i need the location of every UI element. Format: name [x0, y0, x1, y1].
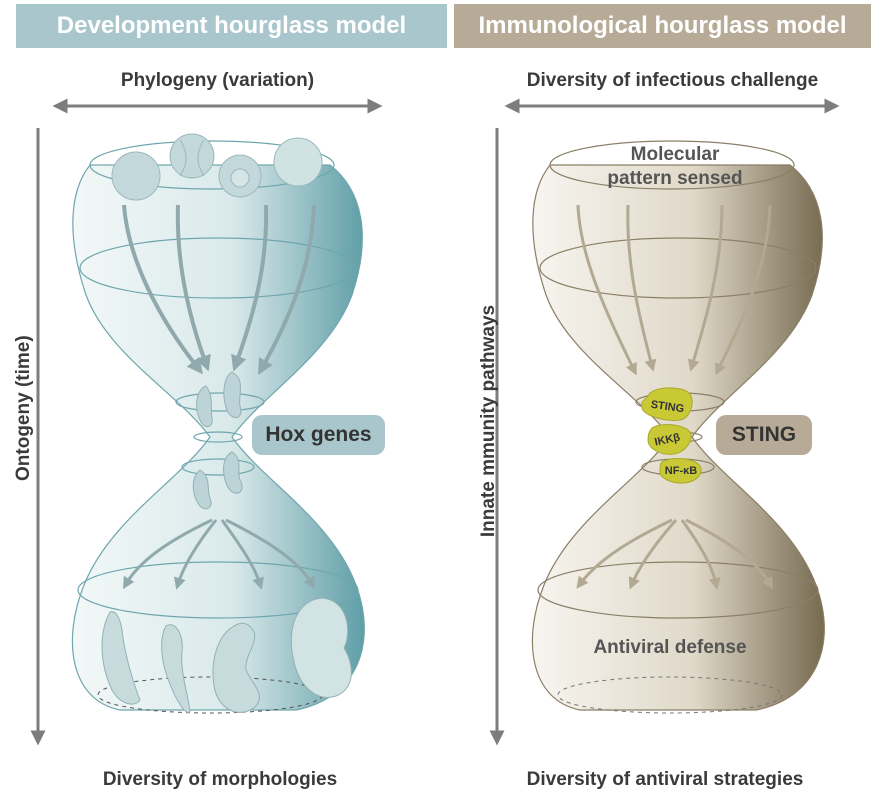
mammal-embryo-icon — [290, 597, 352, 698]
immunological-model-banner: Immunological hourglass model — [454, 4, 871, 48]
egg-icon — [169, 133, 215, 179]
antiviral-strategies-caption: Diversity of antiviral strategies — [526, 769, 804, 790]
ikkb-protein-icon — [647, 424, 692, 455]
embryo-icon — [223, 451, 243, 494]
innate-immunity-label: Innate mmunity pathways — [478, 304, 499, 538]
antiviral-defense-label: Antiviral defense — [593, 637, 747, 658]
molecular-pattern-line2: pattern sensed — [607, 168, 743, 189]
ontogeny-label: Ontogeny (time) — [13, 335, 34, 481]
egg-icon — [273, 137, 323, 187]
nfkb-protein-label: NF-κB — [665, 465, 697, 477]
sting-protein-icon — [641, 387, 693, 421]
ikkb-protein-label: IKKβ — [654, 431, 682, 448]
development-model-banner: Development hourglass model — [16, 4, 447, 48]
egg-icon — [111, 151, 161, 201]
molecular-pattern-label: Molecular pattern sensed — [590, 143, 760, 191]
hox-genes-tag: Hox genes — [252, 415, 385, 455]
sting-protein-label: STING — [650, 399, 685, 416]
embryo-icon — [196, 385, 213, 427]
embryo-icon — [223, 371, 242, 419]
fish-embryo-icon — [101, 611, 141, 705]
morphologies-caption: Diversity of morphologies — [102, 769, 338, 790]
development-hourglass — [71, 164, 365, 711]
sting-tag: STING — [716, 415, 812, 455]
embryo-icon — [192, 469, 212, 510]
molecular-pattern-line1: Molecular — [630, 144, 720, 165]
salamander-embryo-icon — [161, 624, 191, 714]
chick-embryo-icon — [212, 622, 260, 713]
phylogeny-label: Phylogeny (variation) — [120, 70, 315, 91]
infectious-challenge-label: Diversity of infectious challenge — [526, 70, 819, 91]
nfkb-protein-icon — [659, 458, 702, 484]
